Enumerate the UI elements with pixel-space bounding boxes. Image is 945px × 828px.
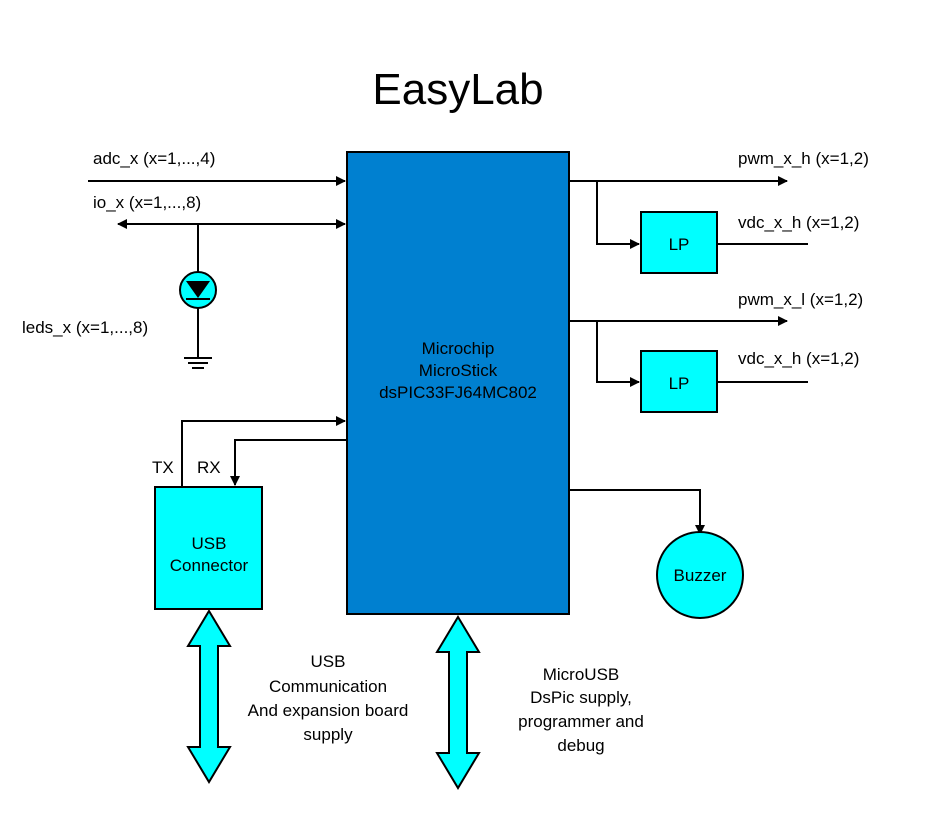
- rx-line: [230, 439, 347, 486]
- lp-filter-top-label: LP: [669, 235, 690, 254]
- vdc-bottom-signal-label: vdc_x_h (x=1,2): [738, 349, 859, 368]
- mcu-block: [346, 151, 570, 615]
- mcu-label-line3: dsPIC33FJ64MC802: [379, 383, 537, 402]
- pwm-h-signal-label: pwm_x_h (x=1,2): [738, 149, 869, 168]
- buzzer-feed-wire: [569, 489, 705, 535]
- usb-connector-label-line2: Connector: [170, 556, 249, 575]
- buzzer: [656, 531, 744, 619]
- ground-icon: [184, 357, 212, 369]
- leds-signal-label: leds_x (x=1,...,8): [22, 318, 148, 337]
- microusb-double-arrow: [435, 615, 481, 790]
- microusb-note-line3: programmer and: [518, 712, 644, 731]
- microusb-note-line2: DsPic supply,: [530, 688, 632, 707]
- lp-bottom-feed-wire: [596, 321, 640, 387]
- adc-signal-label: adc_x (x=1,...,4): [93, 149, 215, 168]
- usb-note-line3: And expansion board: [248, 701, 409, 720]
- lp-top-feed-wire: [596, 181, 640, 249]
- pwm-l-signal-label: pwm_x_l (x=1,2): [738, 290, 863, 309]
- buzzer-label: Buzzer: [674, 566, 727, 585]
- microusb-note-line4: debug: [557, 736, 604, 755]
- mcu-label-line1: Microchip: [422, 339, 495, 358]
- usb-double-arrow: [186, 609, 232, 784]
- usb-connector-block: [154, 486, 263, 610]
- led-diode-icon: [179, 271, 217, 309]
- usb-note-line1: USB: [311, 652, 346, 671]
- io-signal-label: io_x (x=1,...,8): [93, 193, 201, 212]
- tx-label: TX: [152, 458, 174, 477]
- microusb-note-line1: MicroUSB: [543, 665, 620, 684]
- rx-label: RX: [197, 458, 221, 477]
- lp-filter-bottom-label: LP: [669, 374, 690, 393]
- usb-note-line2: Communication: [269, 677, 387, 696]
- vdc-top-signal-label: vdc_x_h (x=1,2): [738, 213, 859, 232]
- lp-filter-top: [640, 211, 718, 274]
- mcu-label-line2: MicroStick: [419, 361, 498, 380]
- usb-connector-label-line1: USB: [192, 534, 227, 553]
- diagram-title: EasyLab: [372, 65, 543, 114]
- usb-note-line4: supply: [303, 725, 353, 744]
- tx-line: [181, 416, 346, 487]
